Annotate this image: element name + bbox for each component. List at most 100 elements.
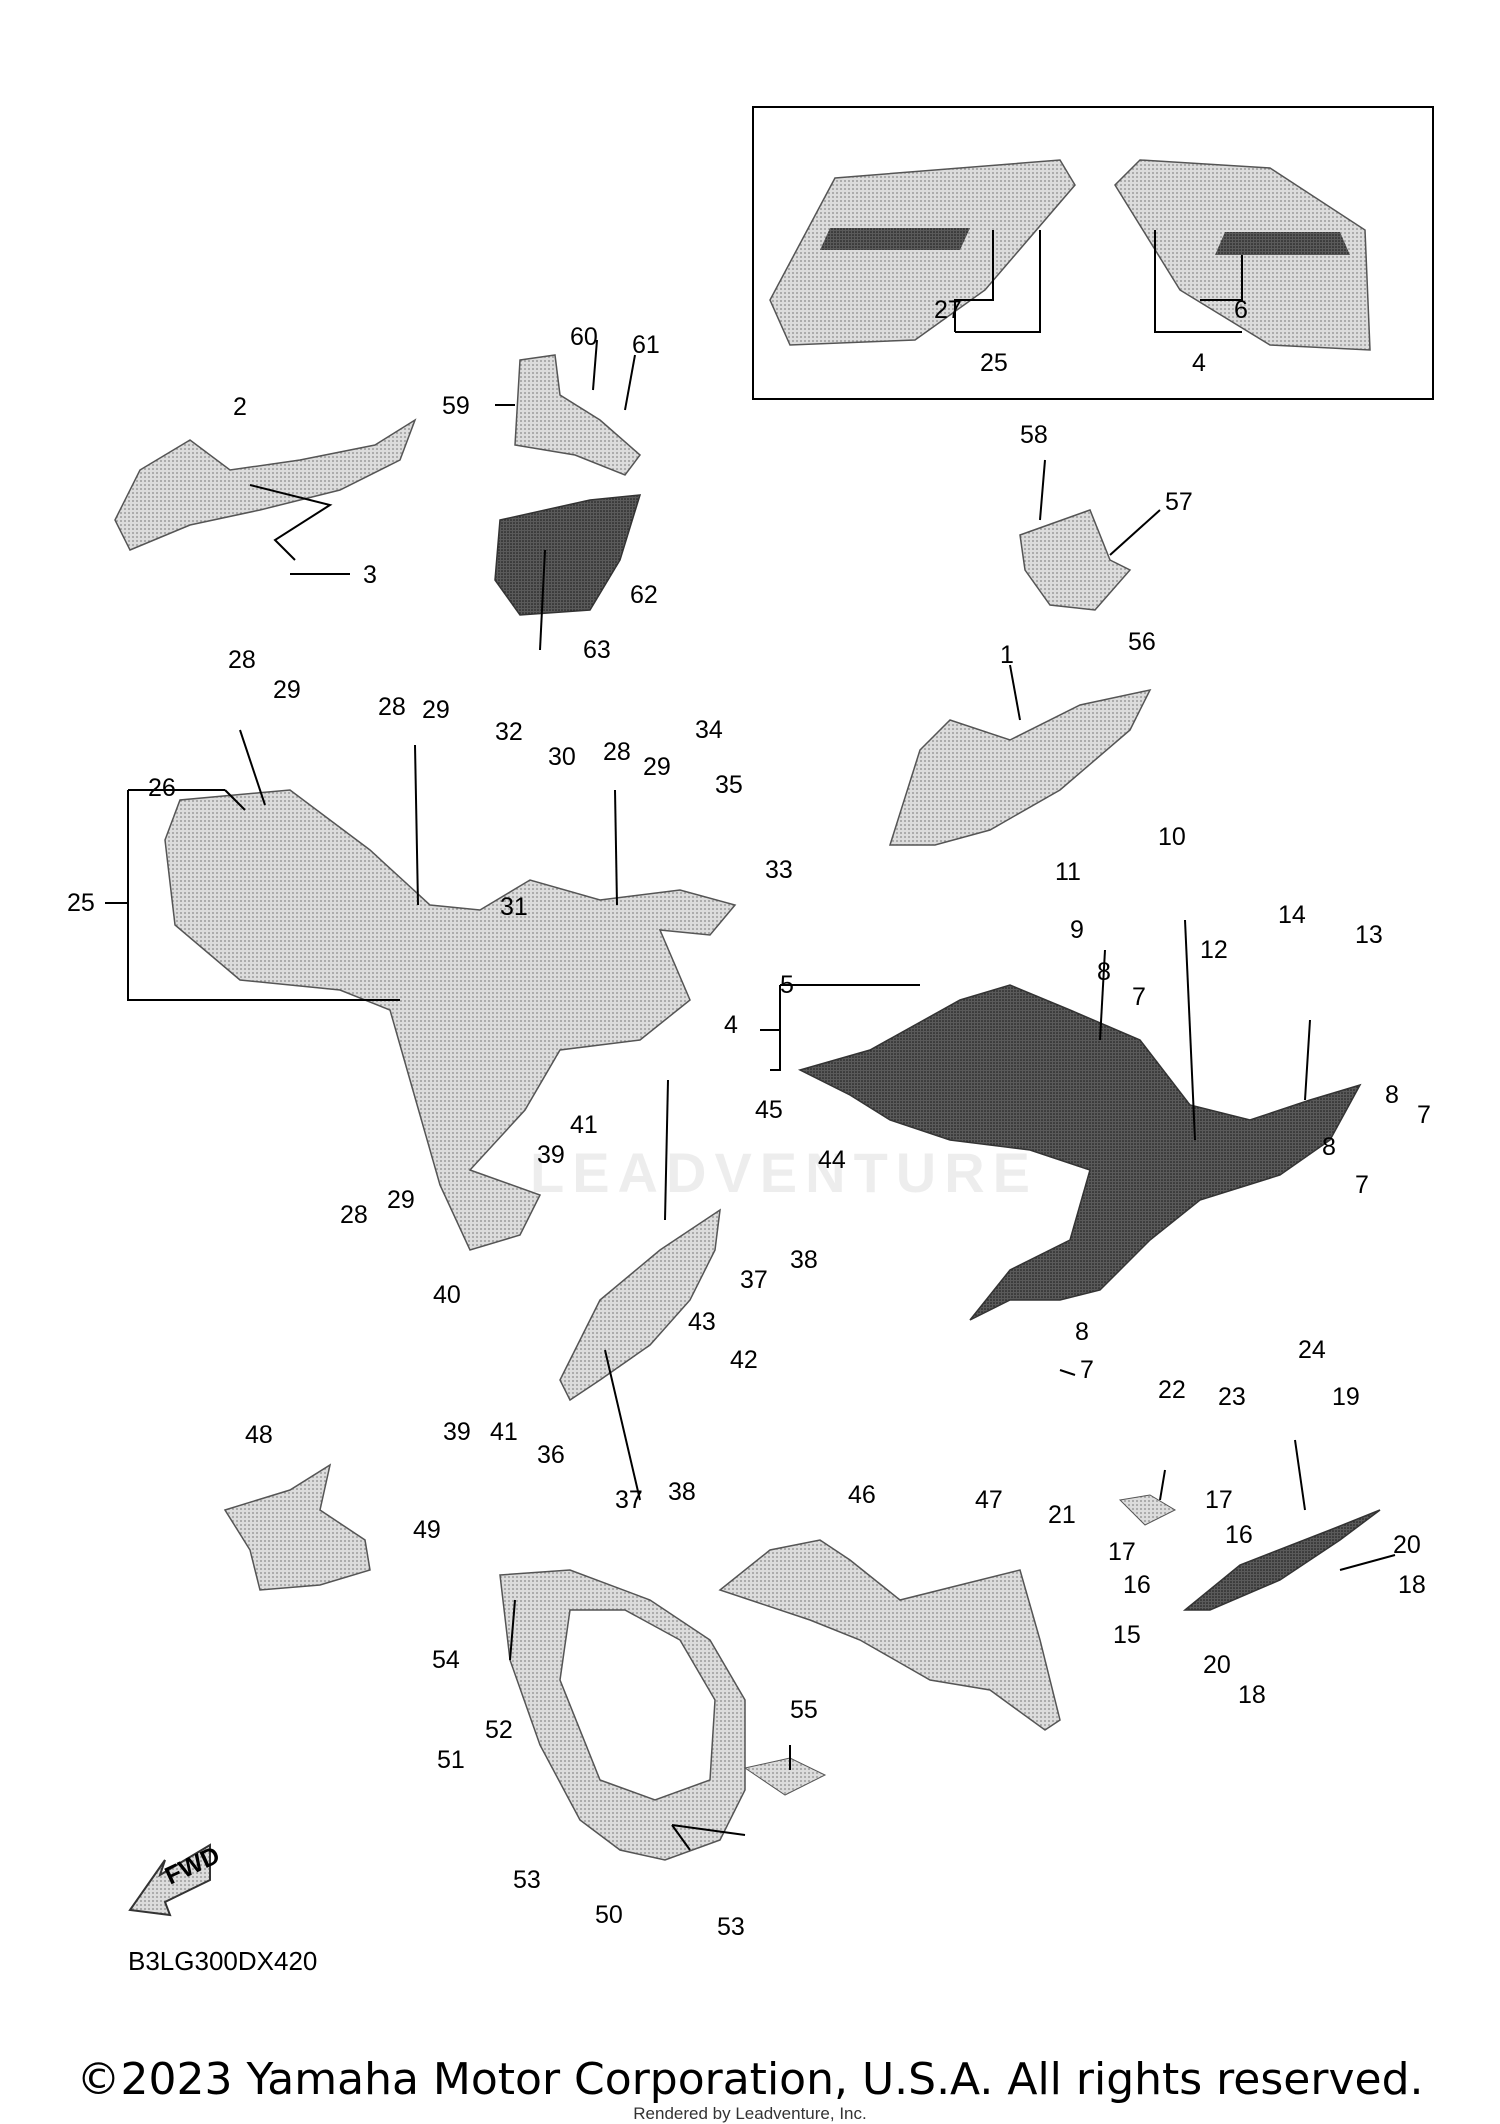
- callout-43: 43: [688, 1308, 716, 1336]
- leader-lines: [224, 339, 1396, 1851]
- callout-28: 28: [228, 646, 256, 674]
- callout-29: 29: [273, 676, 301, 704]
- callout-10: 10: [1158, 823, 1186, 851]
- callout-4: 4: [724, 1011, 738, 1039]
- callout-54: 54: [432, 1646, 460, 1674]
- callout-29: 29: [643, 753, 671, 781]
- callout-42: 42: [730, 1346, 758, 1374]
- callout-2: 2: [233, 393, 247, 421]
- callout-11: 11: [1055, 858, 1081, 886]
- part-55-panel: [743, 1757, 827, 1796]
- callout-15: 15: [1113, 1621, 1141, 1649]
- copyright-notice: ©2023 Yamaha Motor Corporation, U.S.A. A…: [76, 2054, 1424, 2105]
- callouts: 1 2 3 4 4 5 6 7 7 7 7 8 8 8 8 9 10 11 12…: [67, 296, 1431, 1941]
- callout-7: 7: [1132, 983, 1146, 1011]
- part-25-left-fairing: [164, 789, 737, 1251]
- callout-36: 36: [537, 1441, 565, 1469]
- callout-16: 16: [1123, 1571, 1151, 1599]
- callout-49: 49: [413, 1516, 441, 1544]
- callout-18: 18: [1238, 1681, 1266, 1709]
- callout-56: 56: [1128, 628, 1156, 656]
- callout-6: 6: [1234, 296, 1248, 324]
- callout-7: 7: [1355, 1171, 1369, 1199]
- diagram-code: B3LG300DX420: [128, 1946, 317, 1976]
- callout-48: 48: [245, 1421, 273, 1449]
- callout-63: 63: [583, 636, 611, 664]
- callout-7: 7: [1417, 1101, 1431, 1129]
- callout-59: 59: [442, 392, 470, 420]
- callout-1: 1: [1000, 641, 1014, 669]
- callout-50: 50: [595, 1901, 623, 1929]
- callout-27: 27: [934, 296, 962, 324]
- callout-17: 17: [1205, 1486, 1233, 1514]
- callout-22: 22: [1158, 1376, 1186, 1404]
- part-59-bracket: [514, 354, 642, 476]
- callout-20: 20: [1203, 1651, 1231, 1679]
- part-1-side-panel: [888, 688, 1152, 846]
- callout-60: 60: [570, 323, 598, 351]
- callout-8: 8: [1097, 958, 1111, 986]
- callout-34: 34: [695, 716, 723, 744]
- callout-13: 13: [1355, 921, 1383, 949]
- part-4-right-fairing: [797, 984, 1362, 1321]
- callout-26: 26: [148, 774, 176, 802]
- right-r-logo: [1215, 232, 1350, 255]
- part-50-lower-cowl: [499, 1569, 746, 1861]
- callout-3: 3: [363, 561, 377, 589]
- part-2-upper-cover: [114, 418, 417, 551]
- callout-35: 35: [715, 771, 743, 799]
- callout-37: 37: [740, 1266, 768, 1294]
- callout-9: 9: [1070, 916, 1084, 944]
- callout-8: 8: [1075, 1318, 1089, 1346]
- callout-7: 7: [1080, 1356, 1094, 1384]
- leadventure-watermark: LEADVENTURE: [530, 1141, 1039, 1204]
- callout-29: 29: [387, 1186, 415, 1214]
- callout-31: 31: [500, 893, 528, 921]
- callout-38: 38: [668, 1478, 696, 1506]
- callout-47: 47: [975, 1486, 1003, 1514]
- part-62-duct: [494, 494, 642, 616]
- callout-25: 25: [980, 349, 1008, 377]
- rendered-by-notice: Rendered by Leadventure, Inc.: [633, 2104, 867, 2123]
- part-21-bracket: [1118, 1494, 1177, 1526]
- part-15-belly-strip: [1182, 1509, 1381, 1611]
- callout-53: 53: [513, 1866, 541, 1894]
- callout-29: 29: [422, 696, 450, 724]
- callout-61: 61: [632, 331, 660, 359]
- callout-16: 16: [1225, 1521, 1253, 1549]
- callout-30: 30: [548, 743, 576, 771]
- callout-52: 52: [485, 1716, 513, 1744]
- callout-5: 5: [780, 971, 794, 999]
- callout-12: 12: [1200, 936, 1228, 964]
- left-decal-panel: [769, 159, 1076, 346]
- part-48-bracket: [223, 1463, 371, 1591]
- callout-14: 14: [1278, 901, 1306, 929]
- callout-28: 28: [340, 1201, 368, 1229]
- callout-8: 8: [1385, 1081, 1399, 1109]
- callout-8: 8: [1322, 1133, 1336, 1161]
- callout-58: 58: [1020, 421, 1048, 449]
- callout-18: 18: [1398, 1571, 1426, 1599]
- callout-23: 23: [1218, 1383, 1246, 1411]
- callout-25: 25: [67, 889, 95, 917]
- callout-39: 39: [443, 1418, 471, 1446]
- callout-40: 40: [433, 1281, 461, 1309]
- callout-62: 62: [630, 581, 658, 609]
- callout-45: 45: [755, 1096, 783, 1124]
- part-36-inner-cover: [559, 1208, 721, 1402]
- callout-39: 39: [537, 1141, 565, 1169]
- callout-41: 41: [570, 1111, 598, 1139]
- callout-17: 17: [1108, 1538, 1136, 1566]
- part-46-under-cover: [718, 1539, 1061, 1731]
- callout-46: 46: [848, 1481, 876, 1509]
- callout-21: 21: [1048, 1501, 1076, 1529]
- callout-38: 38: [790, 1246, 818, 1274]
- callout-37: 37: [615, 1486, 643, 1514]
- callout-41: 41: [490, 1418, 518, 1446]
- callout-33: 33: [765, 856, 793, 884]
- callout-20: 20: [1393, 1531, 1421, 1559]
- inset-decal-box: [752, 106, 1434, 400]
- callout-57: 57: [1165, 488, 1193, 516]
- callout-24: 24: [1298, 1336, 1326, 1364]
